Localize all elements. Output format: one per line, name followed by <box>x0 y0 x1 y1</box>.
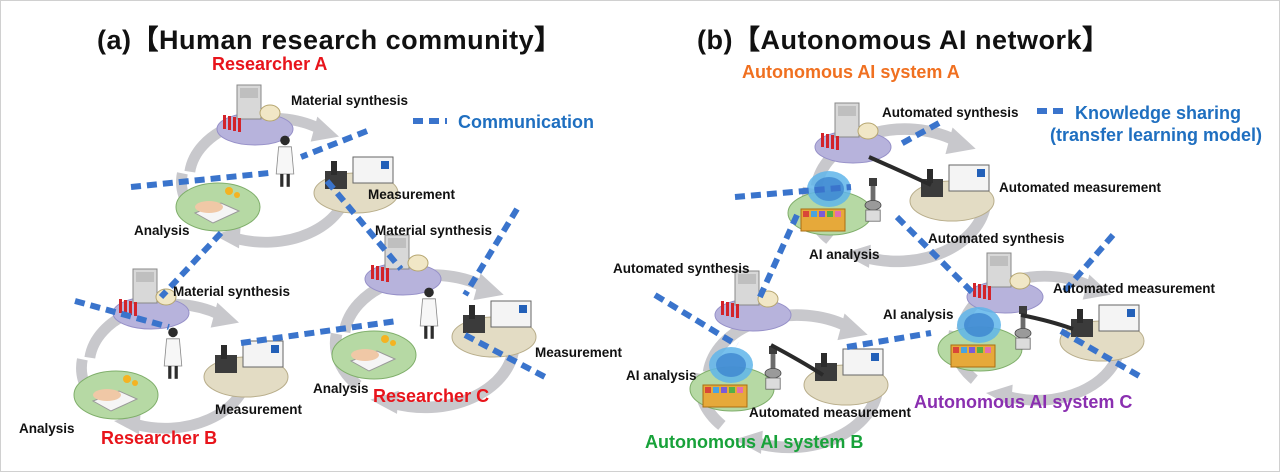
c-measurement-label: Measurement <box>535 345 623 360</box>
b-analysis-label: Analysis <box>19 421 75 436</box>
researcher-a-label: Researcher A <box>212 54 328 74</box>
ai-c-measurement-label: Automated measurement <box>1053 281 1216 296</box>
a-analysis-label: Analysis <box>134 223 190 238</box>
ai-c-synthesis-label: Automated synthesis <box>928 231 1065 246</box>
b-material-synthesis-label: Material synthesis <box>173 284 291 299</box>
knowledge-sharing-legend-line1: Knowledge sharing <box>1075 103 1242 123</box>
communication-legend-label: Communication <box>458 112 595 132</box>
a-measurement-label: Measurement <box>368 187 456 202</box>
panel-a-title: (a)【Human research community】 <box>97 25 562 55</box>
knowledge-sharing-legend-line2: (transfer learning model) <box>1050 125 1263 145</box>
ai-a-measurement-label: Automated measurement <box>999 180 1162 195</box>
ai-b-synthesis-label: Automated synthesis <box>613 261 750 276</box>
a-material-synthesis-label: Material synthesis <box>291 93 409 108</box>
c-material-synthesis-label: Material synthesis <box>375 223 493 238</box>
ai-b-analysis-label: AI analysis <box>626 368 697 383</box>
panel-b-title: (b)【Autonomous AI network】 <box>697 25 1110 55</box>
b-measurement-label: Measurement <box>215 402 303 417</box>
researcher-c-label: Researcher C <box>373 386 490 406</box>
ai-system-a-label: Autonomous AI system A <box>742 62 960 82</box>
ai-a-analysis-label: AI analysis <box>809 247 880 262</box>
c-analysis-label: Analysis <box>313 381 369 396</box>
researcher-b-label: Researcher B <box>101 428 218 448</box>
ai-a-synthesis-label: Automated synthesis <box>882 105 1019 120</box>
ai-system-b-label: Autonomous AI system B <box>645 432 864 452</box>
ai-b-measurement-label: Automated measurement <box>749 405 912 420</box>
ai-c-analysis-label: AI analysis <box>883 307 954 322</box>
ai-system-c-label: Autonomous AI system C <box>914 392 1133 412</box>
